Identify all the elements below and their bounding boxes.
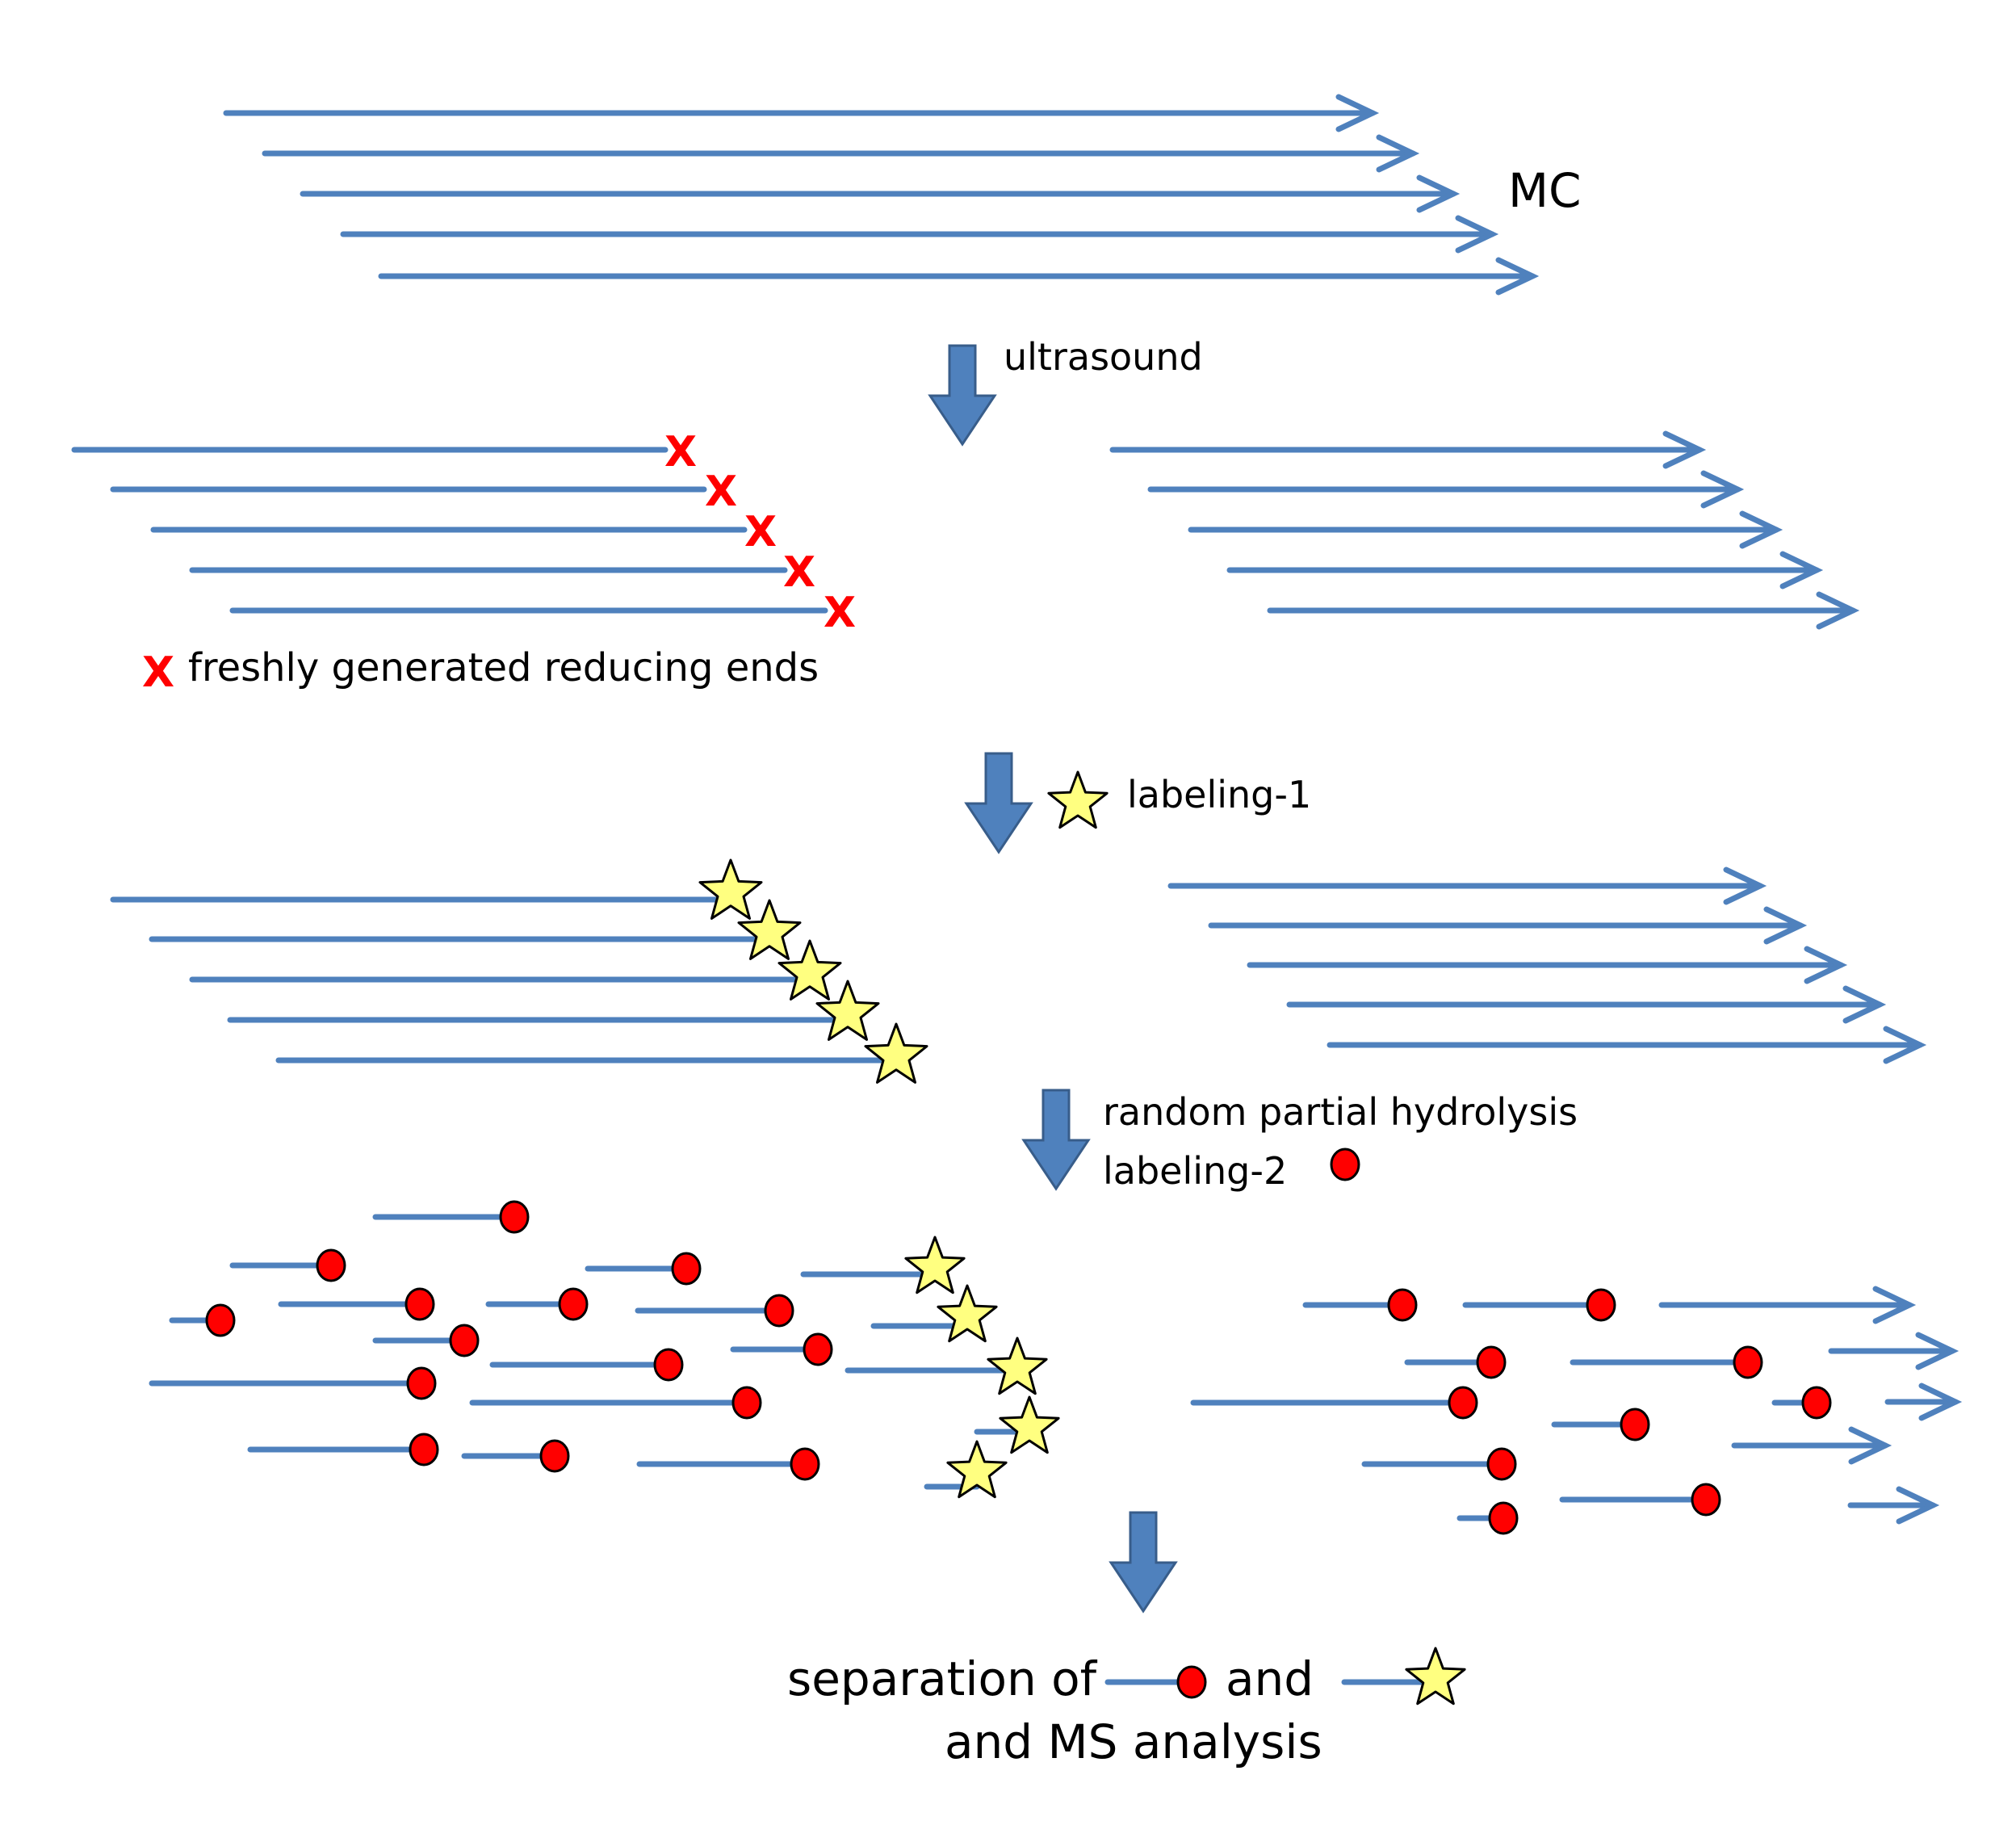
- fragment-right-intact: [1828, 1332, 1959, 1370]
- separation-label: separation of: [787, 1651, 1098, 1706]
- mc-chain: [262, 134, 1420, 173]
- label2-dot-icon: [499, 1200, 530, 1234]
- label2-dot-icon: [558, 1287, 589, 1321]
- label2-dot-icon: [205, 1303, 236, 1337]
- chains-layer: [71, 94, 1963, 1685]
- labeling1-label: labeling-1: [1127, 773, 1311, 816]
- label2-dot-icon: [539, 1439, 570, 1473]
- label1-star-icon: [904, 1236, 966, 1294]
- separation-down-arrow-icon: [1109, 1511, 1178, 1613]
- label2-dot-icon: [1448, 1386, 1478, 1420]
- labeled-chain-right: [1247, 946, 1848, 984]
- label1-star-icon: [946, 1440, 1008, 1499]
- cleaved-chain-right: [1226, 551, 1824, 590]
- label2-dot-icon: [1691, 1483, 1721, 1517]
- label2-dot-icon: [1620, 1408, 1650, 1441]
- fragment-right-intact: [1731, 1426, 1892, 1465]
- label1-star-icon: [937, 1284, 998, 1343]
- and-label: and: [1226, 1651, 1314, 1706]
- cleaved-chain-right: [1188, 510, 1783, 549]
- label2-dot-icon: [1586, 1288, 1616, 1322]
- reducing-end-mark: X: [664, 428, 697, 476]
- label2-dot-icon: [1733, 1345, 1763, 1379]
- hydrolysis-label: random partial hydrolysis: [1103, 1090, 1578, 1134]
- reducing-end-mark: X: [824, 589, 856, 637]
- mc-chain: [300, 174, 1461, 213]
- label1-star-icon: [987, 1336, 1048, 1395]
- label2-dot-icon: [406, 1366, 437, 1400]
- labeling1-star-icon: [1047, 770, 1109, 829]
- label1-star-icon: [777, 939, 842, 1001]
- mc-chain: [340, 215, 1499, 254]
- ultrasound-down-arrow-icon: [928, 344, 997, 447]
- labeling2-label: labeling-2: [1103, 1149, 1287, 1193]
- labeling1-down-arrow-icon: [964, 752, 1033, 854]
- reducing-end-mark: X: [744, 508, 777, 556]
- label2-dot-icon: [409, 1433, 439, 1466]
- label1-star-icon: [698, 858, 763, 920]
- cleaved-chain-right: [1267, 591, 1860, 630]
- label2-dot-icon: [803, 1332, 833, 1366]
- ultrasound-label: ultrasound: [1004, 335, 1203, 379]
- fragment-right-intact: [1658, 1286, 1917, 1324]
- labeled-chain-right: [1208, 906, 1808, 945]
- process-arrows-layer: [928, 344, 1178, 1613]
- mc-chain: [223, 94, 1380, 132]
- label1-star-icon: [737, 899, 802, 960]
- reducing-end-mark: X: [705, 468, 737, 516]
- labeling2-dot-icon: [1330, 1148, 1360, 1181]
- label2-dot-icon: [1476, 1345, 1507, 1379]
- ms-analysis-label: and MS analysis: [945, 1714, 1322, 1769]
- label2-dot-icon: [449, 1324, 480, 1357]
- label2-dot-icon: [1801, 1386, 1832, 1420]
- labeled-chain-right: [1286, 985, 1887, 1024]
- label1-star-icon: [815, 980, 880, 1041]
- label2-dot-icon: [316, 1248, 346, 1282]
- label2-dot-icon: [653, 1348, 684, 1382]
- legend-star-icon: [1405, 1647, 1466, 1706]
- labeled-chain-right: [1327, 1026, 1927, 1064]
- hydrolysis-down-arrow-icon: [1021, 1089, 1091, 1191]
- label2-dot-icon: [1486, 1447, 1517, 1481]
- label2-dot-icon: [790, 1447, 820, 1481]
- mc-label: MC: [1508, 163, 1582, 218]
- label1-star-icon: [864, 1022, 928, 1084]
- cleaved-chain-right: [1147, 470, 1745, 509]
- mc-chain: [378, 257, 1540, 296]
- label2-dot-icon: [731, 1386, 762, 1420]
- label2-dot-icon: [671, 1252, 702, 1286]
- label2-dot-icon: [1488, 1501, 1519, 1535]
- fragment-right-intact: [1847, 1486, 1940, 1525]
- label2-dot-icon: [404, 1287, 435, 1321]
- label2-dot-icon: [764, 1294, 794, 1328]
- reducing-end-mark: X: [783, 548, 815, 597]
- cleaved-chain-right: [1109, 430, 1707, 469]
- label2-dot-icon: [1387, 1288, 1418, 1322]
- label1-star-icon: [999, 1395, 1060, 1454]
- legend-dot-icon: [1176, 1665, 1207, 1699]
- fragment-right-intact: [1884, 1383, 1963, 1421]
- reducing-end-legend-icon: X: [142, 648, 174, 697]
- labeled-chain-right: [1167, 866, 1767, 905]
- reducing-ends-label: freshly generated reducing ends: [188, 645, 819, 690]
